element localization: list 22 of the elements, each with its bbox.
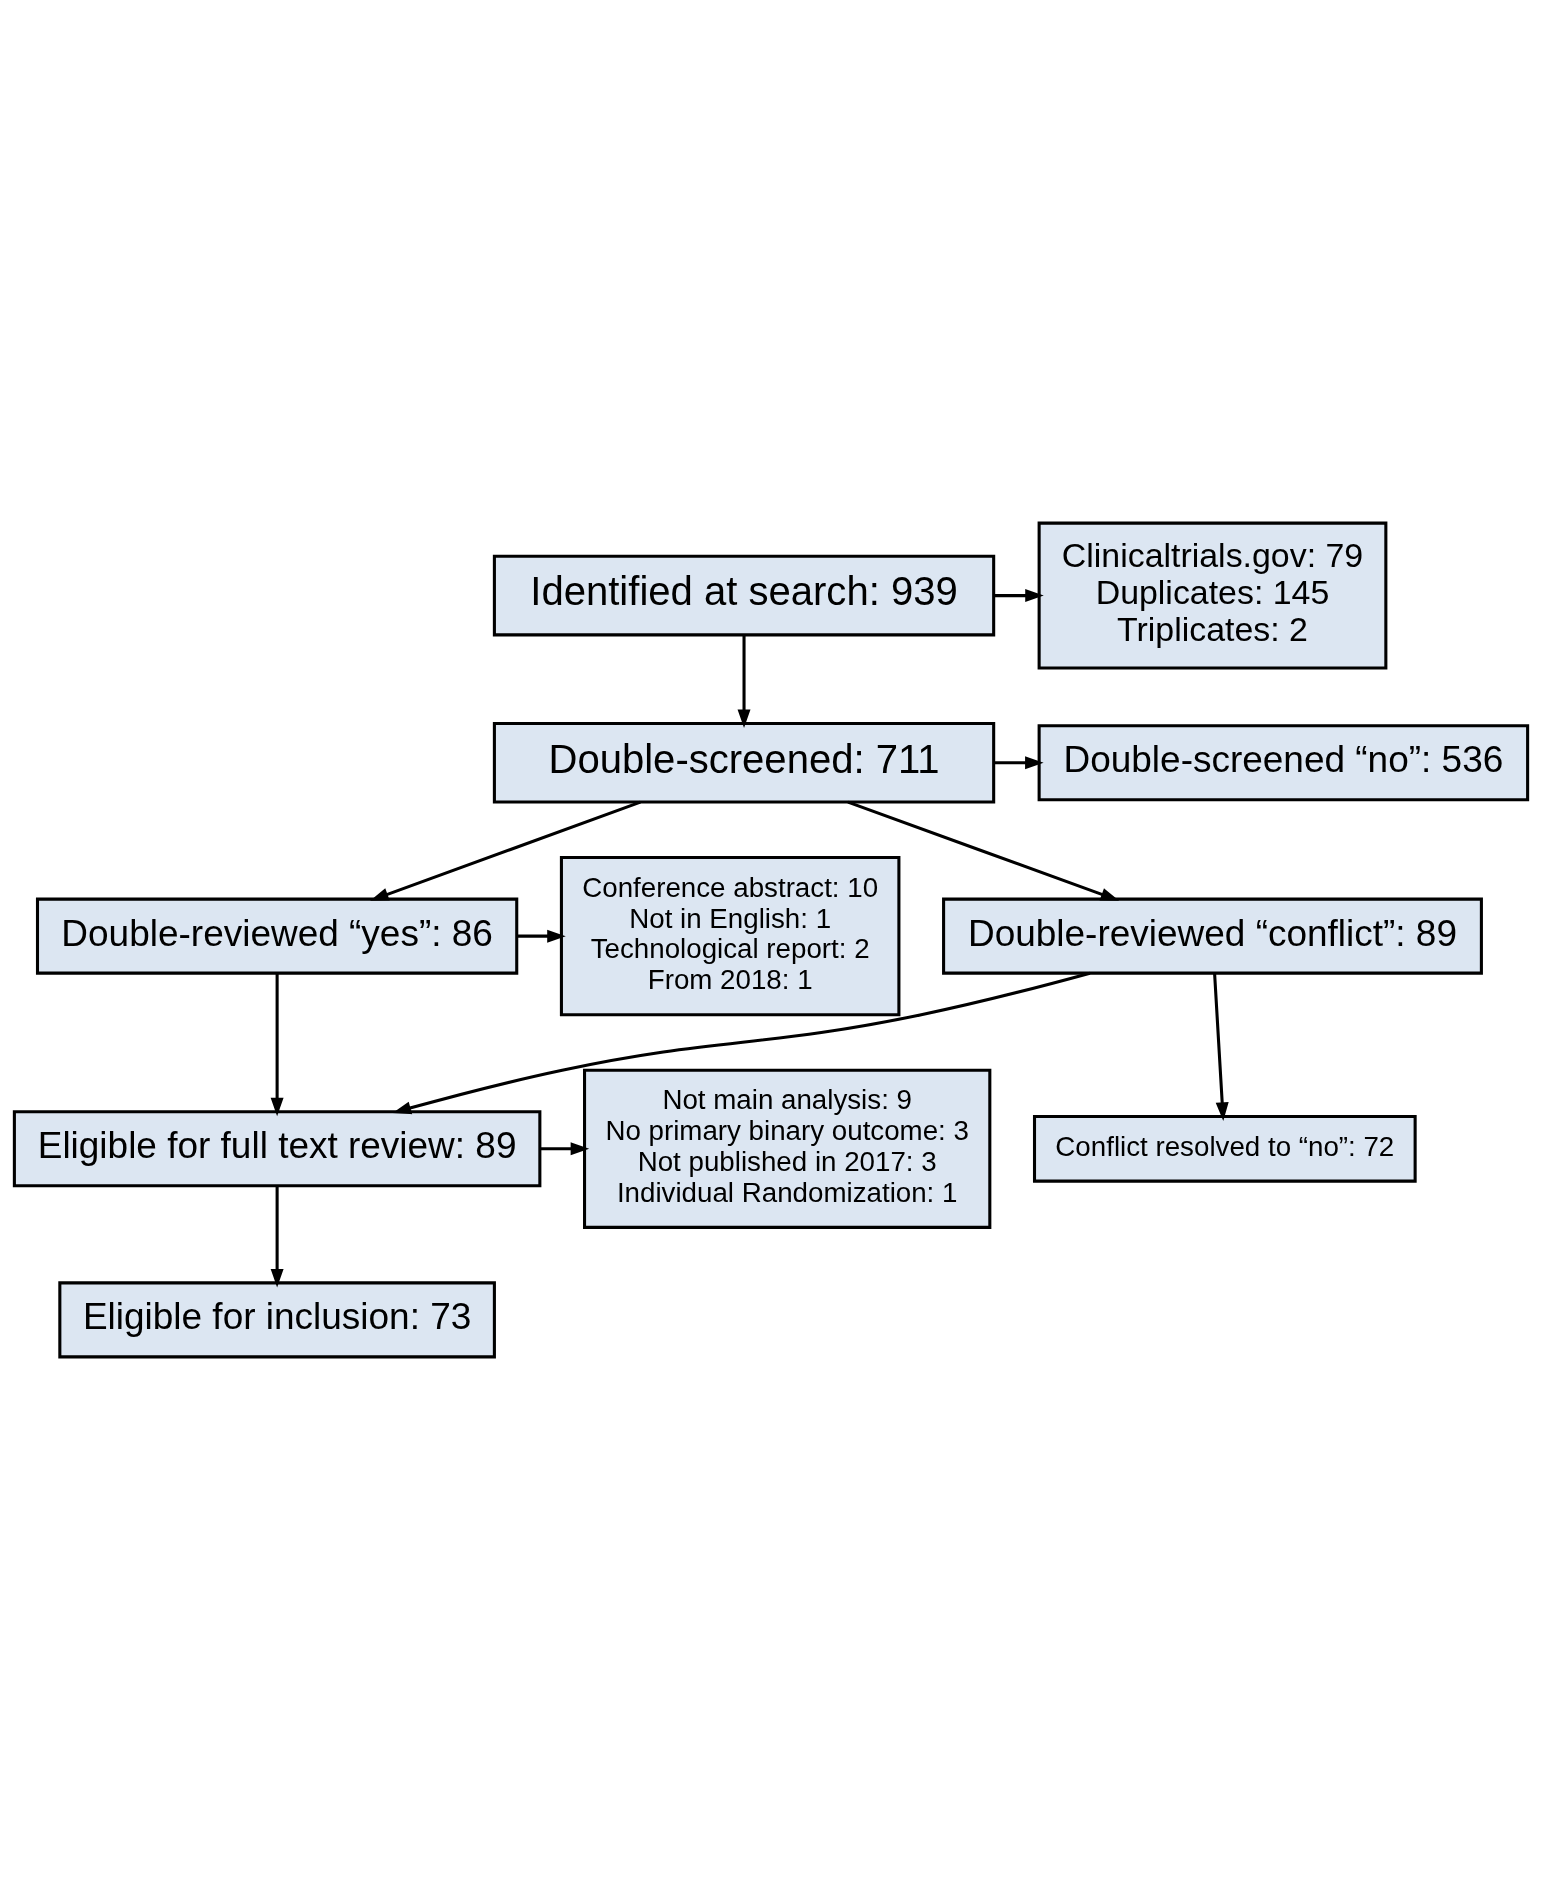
node-box: Eligible for full text review: 89 xyxy=(12,1110,542,1188)
arrow xyxy=(993,589,1044,603)
node-box: Eligible for inclusion: 73 xyxy=(58,1281,496,1359)
node-box: Identified at search: 939 xyxy=(492,554,996,637)
node-box: Conflict resolved to “no”: 72 xyxy=(1032,1114,1417,1183)
arrow xyxy=(370,800,641,901)
arrow xyxy=(847,800,1120,901)
arrow xyxy=(540,1142,590,1156)
arrow xyxy=(392,971,1091,1115)
arrow xyxy=(993,756,1044,770)
arrow xyxy=(270,973,284,1117)
arrow xyxy=(516,929,566,943)
node-box: Double-screened: 711 xyxy=(492,721,996,804)
arrow xyxy=(737,635,751,729)
node-box: Double-screened “no”: 536 xyxy=(1037,724,1530,802)
node-box: Not main analysis: 9 No primary binary outcome: 3 Not published in 2017: 3 Individual Randomization: 1 xyxy=(583,1068,992,1229)
node-box: Double-reviewed “yes”: 86 xyxy=(35,897,519,975)
node-box: Clinicaltrials.gov: 79 Duplicates: 145 Triplicates: 2 xyxy=(1037,521,1388,670)
node-box: Conference abstract: 10 Not in English: 1 Technological report: 2 From 2018: 1 xyxy=(559,856,901,1017)
node-box: Double-reviewed “conflict”: 89 xyxy=(942,897,1483,975)
arrow xyxy=(1213,973,1229,1121)
arrow xyxy=(270,1185,284,1288)
